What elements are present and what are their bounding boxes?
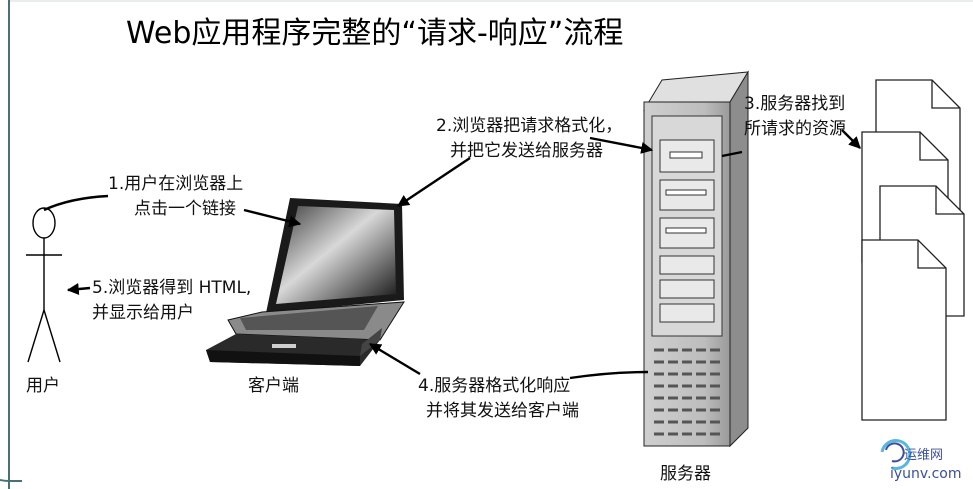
user-caption: 用户 bbox=[26, 376, 60, 396]
arrow-step1-to-laptop bbox=[243, 208, 302, 228]
step1-label: 1.用户在浏览器上 点击一个链接 bbox=[108, 172, 243, 222]
step2-line1: 2.浏览器把请求格式化， bbox=[436, 116, 623, 136]
slide-left-border bbox=[0, 0, 10, 489]
arrow-step2-to-server bbox=[589, 136, 654, 154]
client-caption: 客户端 bbox=[248, 376, 299, 396]
flow-arrows bbox=[43, 129, 861, 380]
step3-line1: 3.服务器找到 bbox=[744, 94, 846, 114]
arrow-step5-to-user bbox=[66, 283, 91, 295]
step2-line2: 并把它发送给服务器 bbox=[450, 141, 603, 161]
step2-label: 2.浏览器把请求格式化， 并把它发送给服务器 bbox=[436, 114, 622, 164]
step5-line1: 5.浏览器得到 HTML, bbox=[92, 278, 252, 298]
step5-label: 5.浏览器得到 HTML, 并显示给用户 bbox=[92, 276, 251, 326]
watermark-logo-icon bbox=[880, 439, 912, 470]
arrow-step3-from-server bbox=[721, 150, 743, 158]
arrow-user-to-label1 bbox=[43, 194, 109, 212]
arrow-server-to-step4 bbox=[569, 370, 649, 380]
step1-line2: 点击一个链接 bbox=[134, 199, 236, 219]
slide-top-border bbox=[10, 0, 973, 2]
server-tower-icon bbox=[643, 70, 749, 448]
server-caption: 服务器 bbox=[660, 464, 711, 484]
arrow-step4-to-laptop bbox=[368, 342, 421, 376]
watermark-name: 运维网 bbox=[904, 448, 944, 463]
step4-line1: 4.服务器格式化响应 bbox=[418, 376, 571, 396]
slide-corner-curve bbox=[0, 420, 22, 482]
slide-title: Web应用程序完整的“请求-响应”流程 bbox=[126, 16, 624, 51]
step3-line2: 所请求的资源 bbox=[744, 119, 846, 139]
step1-line1: 1.用户在浏览器上 bbox=[108, 174, 244, 194]
user-figure bbox=[26, 207, 62, 363]
document-stack-icon bbox=[861, 79, 965, 421]
step5-line2: 并显示给用户 bbox=[92, 303, 194, 323]
step3-label: 3.服务器找到 所请求的资源 bbox=[744, 92, 846, 142]
step4-line2: 并将其发送给客户端 bbox=[426, 401, 579, 421]
watermark-site: iyunv.com bbox=[890, 466, 962, 482]
step4-label: 4.服务器格式化响应 并将其发送给客户端 bbox=[418, 374, 579, 424]
arrow-step3-to-docs bbox=[841, 129, 861, 149]
arrow-step2-to-laptop bbox=[397, 157, 471, 207]
